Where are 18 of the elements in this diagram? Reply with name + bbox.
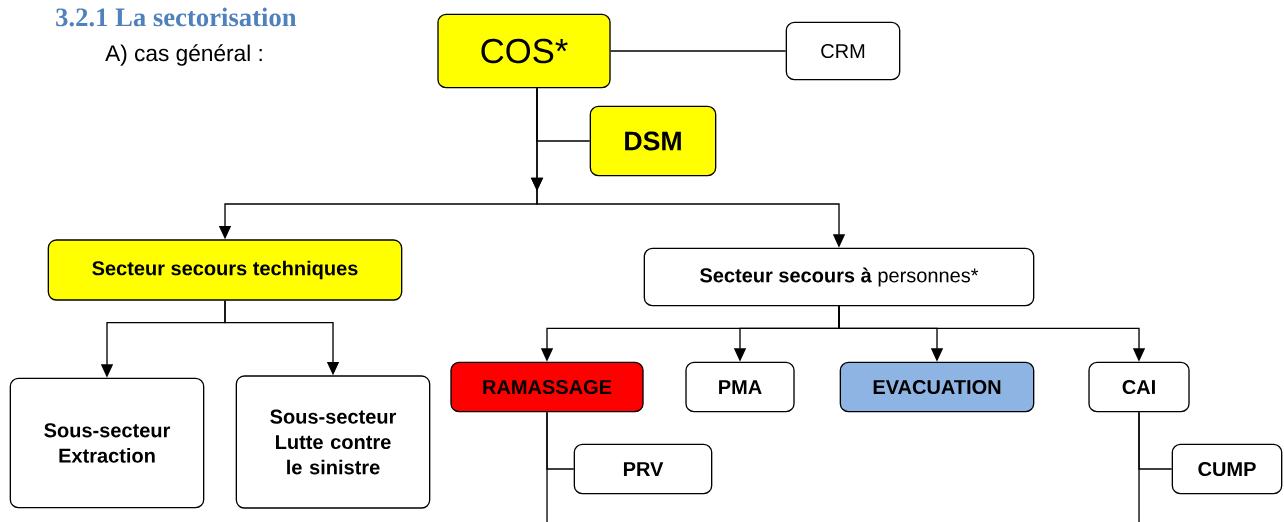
org-box: PRV — [573, 443, 713, 495]
org-box: CAI — [1088, 361, 1190, 413]
connector — [1138, 411, 1140, 522]
org-box: COS* — [437, 13, 611, 89]
section-heading: 3.2.1 La sectorisation — [56, 7, 297, 27]
org-box: CRM — [785, 21, 901, 81]
org-box: EVACUATION — [839, 361, 1035, 413]
org-box: Secteur secours à personnes* — [643, 247, 1035, 307]
org-box: Sous-secteur Lutte contre le sinistre — [235, 375, 431, 509]
org-box: CUMP — [1171, 443, 1283, 495]
connector — [546, 411, 548, 522]
org-box: Sous-secteur Extraction — [9, 377, 205, 509]
org-box: RAMASSAGE — [450, 361, 644, 413]
subheading: A) cas général : — [105, 44, 262, 66]
org-box: DSM — [589, 105, 717, 177]
connector — [610, 50, 787, 52]
org-box: Secteur secours techniques — [47, 239, 403, 301]
org-box: PMA — [685, 361, 795, 413]
